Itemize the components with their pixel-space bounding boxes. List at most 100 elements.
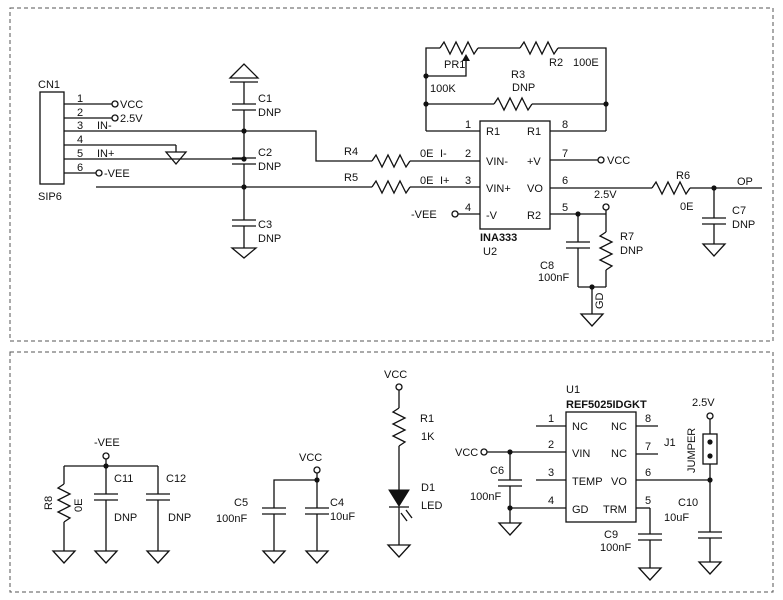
r6-ref: R6 <box>676 170 690 182</box>
r5-value: 0E <box>420 175 433 187</box>
c6-ref: C6 <box>490 465 504 477</box>
r8-ref: R8 <box>43 496 55 510</box>
c6-value: 100nF <box>470 491 501 503</box>
net-2v5-jumper: 2.5V <box>692 397 715 409</box>
net-i-minus: I- <box>440 148 447 160</box>
j1-ref: J1 <box>664 437 676 449</box>
u2-pin-name-r1-b: R1 <box>527 126 541 138</box>
output-network: R6 0E OP C7 DNP <box>651 170 762 257</box>
ground-symbol <box>164 151 188 166</box>
r2-ref: R2 <box>549 57 563 69</box>
c3-ref: C3 <box>258 219 272 231</box>
r4-value: 0E <box>420 148 433 160</box>
ground-symbol <box>697 561 723 575</box>
u2-ref: U2 <box>483 246 497 258</box>
ground-symbol <box>261 550 287 564</box>
net-vee-u2: -VEE <box>411 209 437 221</box>
j1-label: JUMPER <box>686 428 698 473</box>
u1-pin-4: 4 <box>548 495 554 507</box>
u2-pin-name-plus-v: +V <box>527 156 541 168</box>
trim-capacitor: C9 100nF <box>600 508 663 581</box>
cn1-package: SIP6 <box>38 191 62 203</box>
cn1-net-in-minus: IN- <box>97 120 112 132</box>
net-2v5-r7: 2.5V <box>594 189 617 201</box>
r2-value: 100E <box>573 57 599 69</box>
ground-symbol <box>637 567 663 581</box>
r2-resistor <box>519 40 559 56</box>
ground-symbol <box>93 550 119 564</box>
cn1-pin-3: 3 <box>77 120 83 132</box>
r1-value: 1K <box>421 431 435 443</box>
c11-value: DNP <box>114 512 137 524</box>
ground-symbol <box>230 247 258 259</box>
connector-cn1: CN1 SIP6 1 2 3 4 5 6 VCC 2.5V IN- IN+ -V… <box>38 79 244 203</box>
cn1-net-vcc: VCC <box>120 99 143 111</box>
u1-pin-5: 5 <box>645 495 651 507</box>
ground-symbol <box>497 522 523 536</box>
cn1-pin-5: 5 <box>77 148 83 160</box>
cn1-net-vee: -VEE <box>104 168 130 180</box>
net-i-plus: I+ <box>440 175 449 187</box>
u1-pin-8: 8 <box>645 413 651 425</box>
r5-ref: R5 <box>344 172 358 184</box>
u2-pin-7: 7 <box>562 148 568 160</box>
c7-ref: C7 <box>732 205 746 217</box>
cn1-ref: CN1 <box>38 79 60 91</box>
u2-pin-name-vo: VO <box>527 183 543 195</box>
u2-pin-8: 8 <box>562 119 568 131</box>
ina333-amplifier-u2: 1 2 3 4 5 6 7 8 R1 VIN- VIN+ -V R2 VO +V… <box>411 119 652 258</box>
ground-symbol <box>701 243 727 257</box>
u1-pin-6: 6 <box>645 467 651 479</box>
c7-value: DNP <box>732 219 755 231</box>
r7-resistor <box>598 231 614 271</box>
net-vcc-decoupling: VCC <box>299 452 322 464</box>
ground-symbol <box>304 550 330 564</box>
input-resistors: R4 0E I- R5 0E I+ <box>244 130 480 195</box>
u2-part-number: INA333 <box>480 232 517 244</box>
pr1-value: 100K <box>430 83 456 95</box>
net-vcc-u1: VCC <box>455 447 478 459</box>
r7-ref: R7 <box>620 231 634 243</box>
u2-pin-4: 4 <box>465 202 471 214</box>
r1-ref: R1 <box>420 413 434 425</box>
u2-pin-name-r1: R1 <box>486 126 500 138</box>
u1-pin-name-temp: TEMP <box>572 476 603 488</box>
c12-ref: C12 <box>166 473 186 485</box>
bottom-panel-border <box>9 351 774 593</box>
pr1-potentiometer <box>439 40 479 56</box>
cn1-pin-6: 6 <box>77 162 83 174</box>
u1-pin-name-nc8: NC <box>611 421 627 433</box>
r3-ref: R3 <box>511 69 525 81</box>
c2-value: DNP <box>258 161 281 173</box>
u1-pin-3: 3 <box>548 467 554 479</box>
c3-value: DNP <box>258 233 281 245</box>
u1-pin-1: 1 <box>548 413 554 425</box>
vee-decoupling: -VEE R8 0E C11 DNP C12 DNP <box>43 437 191 564</box>
c2-ref: C2 <box>258 147 272 159</box>
u1-input-network: VCC C6 100nF <box>455 447 523 536</box>
d1-value: LED <box>421 500 442 512</box>
c8-value: 100nF <box>538 272 569 284</box>
ground-symbol <box>145 550 171 564</box>
r6-resistor <box>651 180 691 196</box>
cn1-pin-2: 2 <box>77 107 83 119</box>
r4-ref: R4 <box>344 146 358 158</box>
vcc-decoupling: VCC C5 100nF C4 10uF <box>216 452 355 564</box>
r1-resistor <box>391 407 407 447</box>
cn1-net-2v5: 2.5V <box>120 113 143 125</box>
c9-value: 100nF <box>600 542 631 554</box>
c4-ref: C4 <box>330 497 344 509</box>
ground-symbol <box>51 550 77 564</box>
r3-value: DNP <box>512 82 535 94</box>
u2-pin-name-vin-minus: VIN- <box>486 156 508 168</box>
top-panel-border <box>9 7 774 342</box>
ground-symbol <box>386 544 412 558</box>
c12-value: DNP <box>168 512 191 524</box>
u2-pin-name-minus-v: -V <box>486 210 498 222</box>
c10-value: 10uF <box>664 512 689 524</box>
u1-pin-name-nc1: NC <box>572 421 588 433</box>
u2-pin-1: 1 <box>465 119 471 131</box>
cn1-pin-4: 4 <box>77 134 83 146</box>
net-vcc-u2: VCC <box>607 155 630 167</box>
